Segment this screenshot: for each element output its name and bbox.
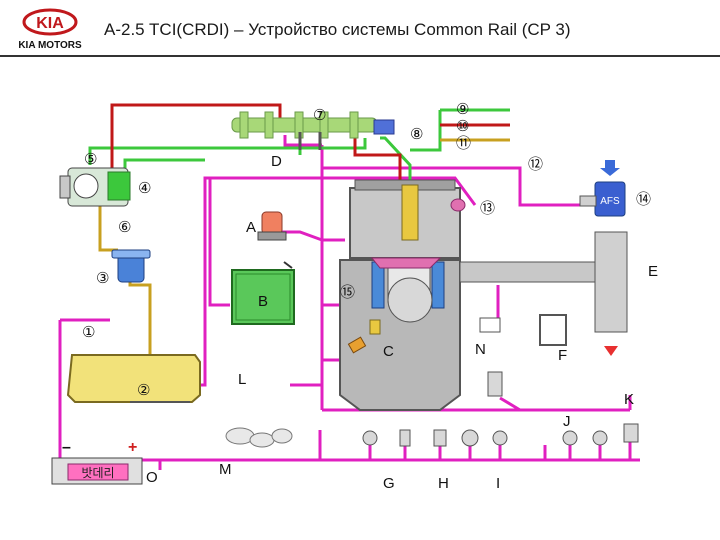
label-m: M: [219, 461, 232, 478]
label-11: ⑪: [456, 134, 471, 152]
label-6: ⑥: [118, 218, 131, 236]
sensors-row: [362, 423, 639, 447]
header: KIA KIA MOTORS A-2.5 TCI(CRDI) – Устройс…: [0, 0, 720, 57]
label-12: ⑫: [528, 155, 543, 173]
kia-logo: KIA KIA MOTORS: [8, 6, 92, 52]
label-9: ⑨: [456, 100, 469, 118]
label-g: G: [383, 475, 395, 492]
label-13: ⑬: [480, 199, 495, 217]
ecu: [231, 261, 295, 325]
label-2: ②: [137, 381, 150, 399]
high-pressure-lines: [110, 103, 510, 185]
battery-label: 밧데리: [81, 466, 114, 480]
fuel-tank: [66, 354, 201, 403]
label-7: ⑦: [313, 106, 326, 124]
header-divider: [0, 55, 720, 57]
component-a: [257, 211, 287, 241]
label-i: I: [496, 475, 500, 492]
brand-text: KIA MOTORS: [18, 40, 82, 51]
afs-label: AFS: [600, 196, 620, 207]
label-8: ⑧: [410, 125, 423, 143]
battery-minus: –: [62, 439, 71, 456]
label-d: D: [271, 153, 282, 170]
label-a: A: [246, 219, 256, 236]
label-n: N: [475, 341, 486, 358]
fuel-filter: [111, 249, 151, 283]
engine-block: [339, 179, 466, 411]
sensor-cluster-m: [225, 427, 293, 448]
intake-system: [459, 160, 628, 397]
fuel-rail: [231, 111, 395, 150]
high-pressure-pump: [59, 167, 131, 207]
battery: 밧데리 – +: [51, 439, 143, 485]
label-l: L: [238, 371, 246, 388]
signal-wiring: [58, 135, 640, 470]
label-h: H: [438, 475, 449, 492]
label-1: ①: [82, 323, 95, 341]
label-f: F: [558, 347, 567, 364]
label-e: E: [648, 263, 658, 280]
label-k: K: [624, 391, 634, 408]
label-14: ⑭: [636, 190, 651, 208]
label-c: C: [383, 343, 394, 360]
label-j: J: [563, 413, 571, 430]
page-title: A-2.5 TCI(CRDI) – Устройство системы Com…: [104, 20, 571, 39]
label-5: ⑤: [84, 150, 97, 168]
label-15: ⑮: [340, 283, 355, 301]
label-b: B: [258, 293, 268, 310]
logo-text: KIA: [36, 15, 64, 32]
return-fuel-lines: [88, 108, 510, 180]
label-4: ④: [138, 179, 151, 197]
battery-plus: +: [128, 439, 137, 456]
label-10: ⑩: [456, 117, 469, 135]
label-3: ③: [96, 269, 109, 287]
label-o: O: [146, 469, 158, 486]
